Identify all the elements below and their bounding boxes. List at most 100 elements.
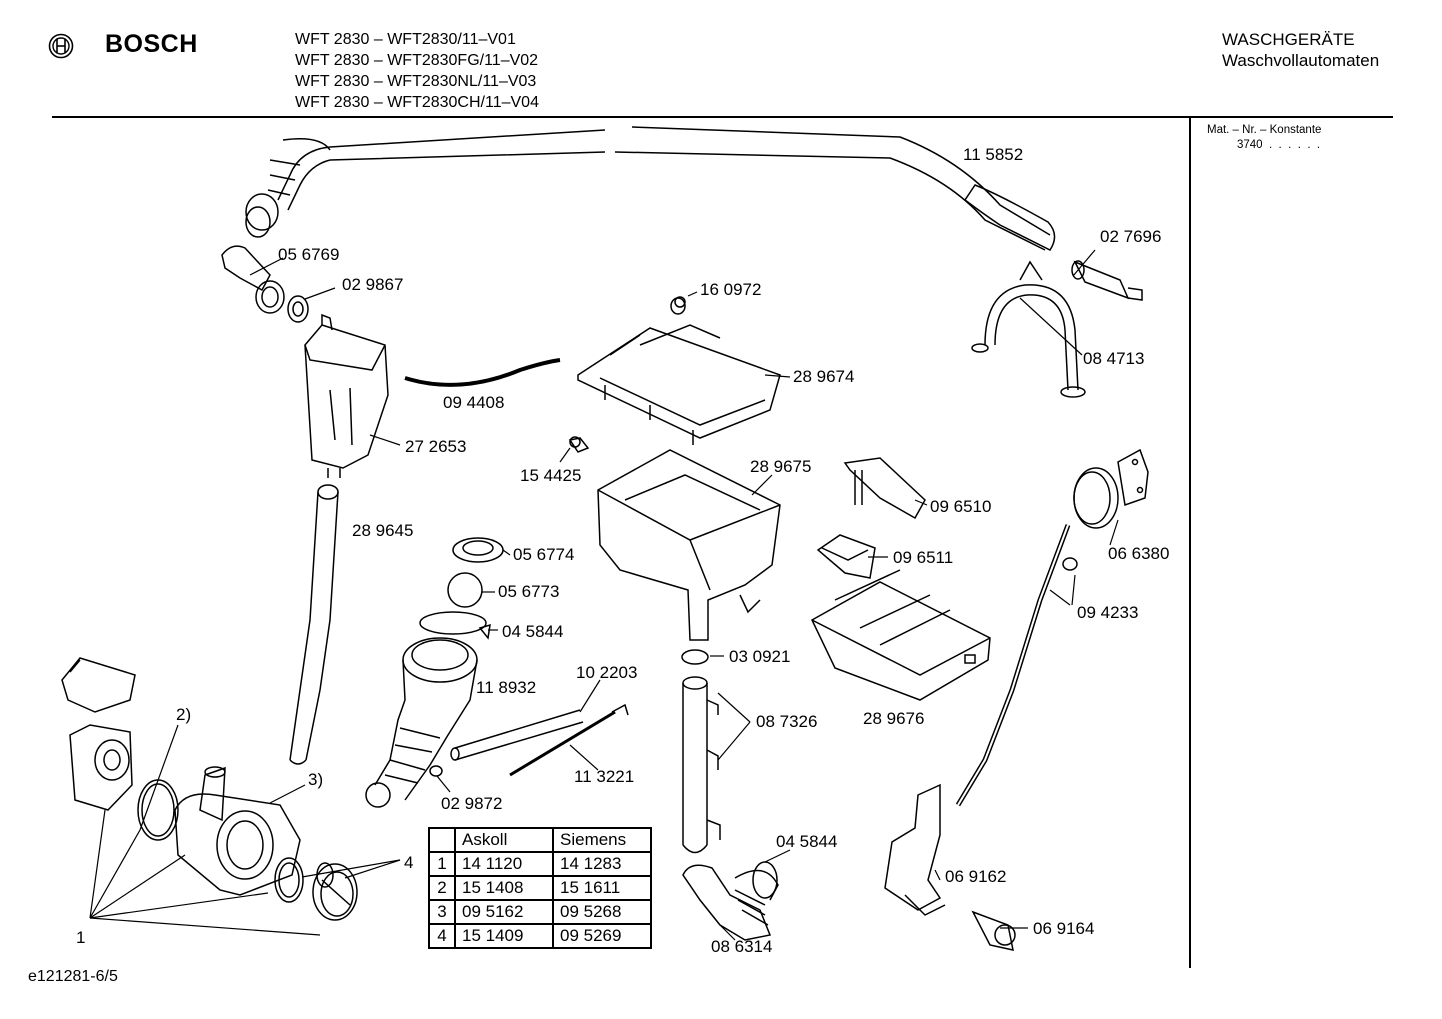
ball-valve bbox=[447, 572, 483, 608]
part-label: 28 9645 bbox=[352, 521, 414, 540]
part-label: 28 9674 bbox=[793, 367, 855, 386]
part-label: 10 2203 bbox=[576, 663, 638, 682]
part-label: 11 3221 bbox=[574, 767, 635, 786]
table-header-cell: Askoll bbox=[454, 827, 554, 853]
thin-tube bbox=[404, 358, 561, 387]
part-label: 03 0921 bbox=[729, 647, 791, 666]
part-label: 09 6510 bbox=[930, 497, 992, 516]
sump-ring bbox=[452, 537, 504, 563]
gasket-ring bbox=[137, 779, 179, 841]
part-label: 09 4408 bbox=[443, 393, 505, 412]
table-cell: 4 bbox=[428, 923, 456, 949]
part-label: 02 7696 bbox=[1100, 227, 1162, 246]
document-code: e121281-6/5 bbox=[28, 968, 118, 985]
part-label: 06 9164 bbox=[1033, 919, 1095, 938]
leader-lines bbox=[89, 249, 1119, 941]
part-label: 08 7326 bbox=[756, 712, 818, 731]
table-row: 2 15 1408 15 1611 bbox=[428, 875, 652, 901]
part-label: 02 9872 bbox=[441, 794, 503, 813]
table-cell: 14 1283 bbox=[552, 851, 652, 877]
mat-nr-label: Mat. – Nr. – Konstante bbox=[1207, 124, 1322, 136]
table-row: 1 14 1120 14 1283 bbox=[428, 851, 652, 877]
part-label: 05 6773 bbox=[498, 582, 560, 601]
filter-seal bbox=[274, 857, 304, 903]
part-label: 15 4425 bbox=[520, 466, 582, 485]
drain-hose-long bbox=[245, 126, 1056, 251]
sump-bellows bbox=[365, 637, 478, 808]
part-label: 04 5844 bbox=[776, 832, 838, 851]
table-cell: 2 bbox=[428, 875, 456, 901]
table-row: 3 09 5162 09 5268 bbox=[428, 899, 652, 925]
clamp-ring bbox=[419, 611, 491, 640]
small-clip bbox=[971, 910, 1016, 951]
table-cell: 15 1611 bbox=[552, 875, 652, 901]
table-cell: 3 bbox=[428, 899, 456, 925]
supplier-parts-table: Askoll Siemens 1 14 1120 14 1283 2 15 14… bbox=[428, 827, 652, 949]
callout-2: 2) bbox=[176, 705, 192, 724]
part-label: 02 9867 bbox=[342, 275, 404, 294]
siphon-cap bbox=[816, 534, 876, 579]
part-label: 05 6769 bbox=[278, 245, 340, 264]
part-label: 05 6774 bbox=[513, 545, 575, 564]
vertical-hose bbox=[289, 484, 339, 765]
hose-clip bbox=[971, 260, 1086, 398]
filter-cap bbox=[312, 862, 358, 921]
model-line-2: WFT 2830 – WFT2830FG/11–V02 bbox=[295, 52, 539, 69]
mounting-bracket bbox=[884, 783, 946, 916]
drain-pipe-vertical bbox=[681, 649, 721, 854]
model-line-1: WFT 2830 – WFT2830/11–V01 bbox=[295, 31, 516, 48]
part-label: 11 8932 bbox=[476, 678, 537, 697]
callout-1: 1 bbox=[76, 928, 86, 947]
table-header-cell bbox=[428, 827, 456, 853]
drain-elbow bbox=[682, 861, 779, 941]
washer-ring bbox=[287, 295, 309, 323]
dispenser-housing bbox=[597, 449, 781, 641]
category-title: WASCHGERÄTE bbox=[1222, 30, 1355, 49]
callout-3: 3) bbox=[308, 770, 324, 789]
table-cell: 15 1408 bbox=[454, 875, 554, 901]
part-label: 28 9676 bbox=[863, 709, 925, 728]
part-label: 09 6511 bbox=[893, 548, 954, 567]
table-cell: 14 1120 bbox=[454, 851, 554, 877]
part-label: 04 5844 bbox=[502, 622, 564, 641]
pump-cover bbox=[61, 657, 136, 713]
part-label: 08 6314 bbox=[711, 937, 773, 956]
table-cell: 15 1409 bbox=[454, 923, 554, 949]
mat-nr-value: 3740 . . . . . . bbox=[1237, 139, 1321, 151]
siphon-lever bbox=[843, 457, 926, 520]
pump-housing bbox=[174, 766, 301, 896]
small-plug bbox=[670, 296, 686, 315]
connecting-rod bbox=[509, 703, 629, 777]
model-line-4: WFT 2830 – WFT2830CH/11–V04 bbox=[295, 94, 539, 111]
table-cell: 09 5162 bbox=[454, 899, 554, 925]
pump-motor bbox=[69, 724, 133, 811]
brand-name: BOSCH bbox=[105, 30, 198, 58]
part-label: 08 4713 bbox=[1083, 349, 1145, 368]
table-header-cell: Siemens bbox=[552, 827, 652, 853]
elbow-fitting bbox=[221, 245, 285, 314]
part-label: 06 9162 bbox=[945, 867, 1007, 886]
table-header-row: Askoll Siemens bbox=[428, 827, 652, 853]
category-subtitle: Waschvollautomaten bbox=[1222, 51, 1380, 70]
detergent-drawer bbox=[811, 569, 991, 701]
pressure-hose bbox=[955, 524, 1078, 807]
bosch-logo-icon bbox=[48, 33, 74, 64]
air-trap-container bbox=[304, 313, 389, 478]
part-label: 11 5852 bbox=[963, 145, 1024, 164]
model-line-3: WFT 2830 – WFT2830NL/11–V03 bbox=[295, 73, 537, 90]
part-label: 09 4233 bbox=[1077, 603, 1139, 622]
part-label: 16 0972 bbox=[700, 280, 762, 299]
part-label: 27 2653 bbox=[405, 437, 467, 456]
callout-4: 4 bbox=[404, 853, 414, 872]
part-label: 28 9675 bbox=[750, 457, 812, 476]
hose-end-piece bbox=[1071, 260, 1143, 301]
table-row: 4 15 1409 09 5269 bbox=[428, 923, 652, 949]
drawer-frame bbox=[577, 324, 781, 445]
table-cell: 09 5268 bbox=[552, 899, 652, 925]
part-label: 06 6380 bbox=[1108, 544, 1170, 563]
rubber-hose bbox=[429, 709, 584, 777]
pressure-switch bbox=[1073, 448, 1149, 529]
valve-nipple bbox=[568, 436, 590, 453]
table-cell: 09 5269 bbox=[552, 923, 652, 949]
